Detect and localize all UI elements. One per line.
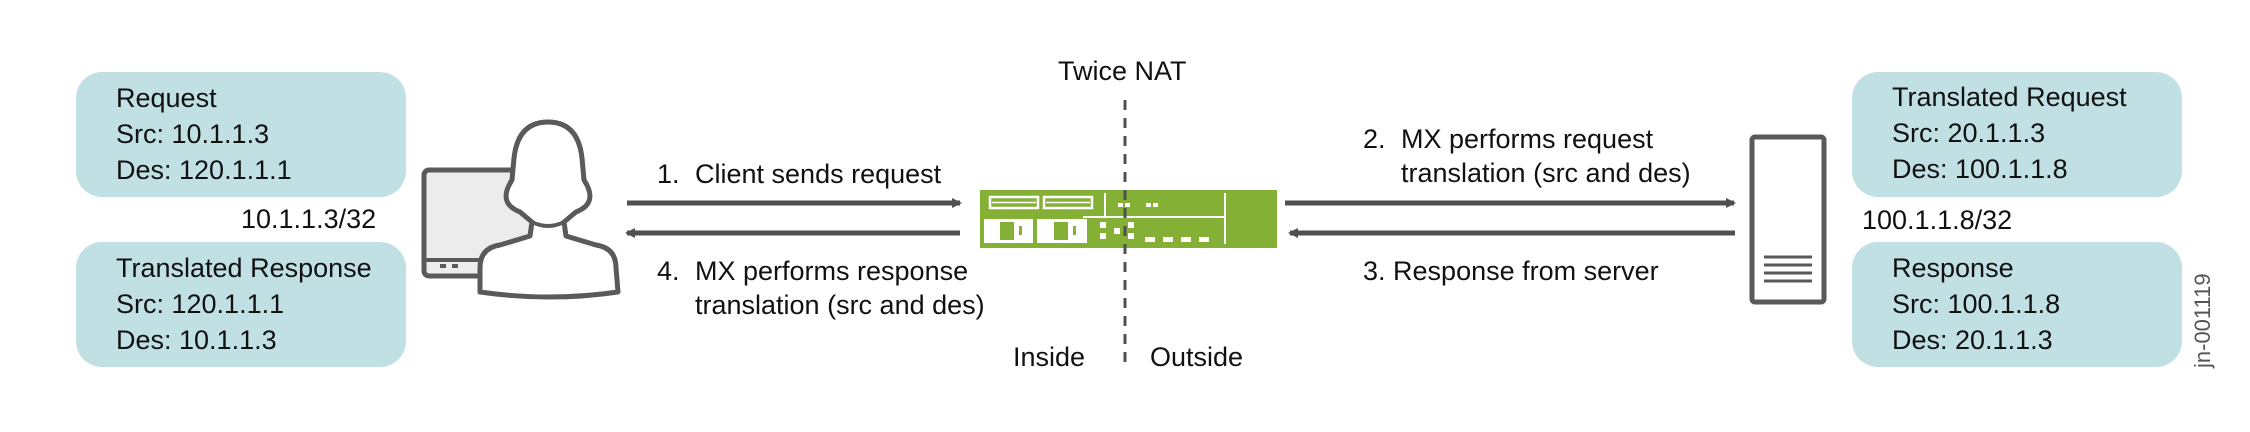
- step-number: 1.: [657, 159, 680, 189]
- step-2-label: 2. MX performs request translation (src a…: [1363, 122, 1691, 190]
- box-src: Src: 100.1.1.8: [1892, 289, 2061, 319]
- client-address: 10.1.1.3/32: [241, 204, 377, 234]
- step-text: MX performs request: [1401, 124, 1654, 154]
- box-src: Src: 10.1.1.3: [116, 119, 270, 149]
- zone-outside-label: Outside: [1150, 342, 1244, 372]
- step-1-label: 1. Client sends request: [657, 157, 941, 191]
- step-text-cont: translation (src and des): [1401, 158, 1691, 188]
- box-des: Des: 10.1.1.3: [116, 325, 277, 355]
- server-icon: [1749, 134, 1827, 305]
- server-response-box: Response Src: 100.1.1.8 Des: 20.1.1.3: [1852, 242, 2182, 367]
- mx-router-icon: [980, 190, 1277, 248]
- box-src: Src: 120.1.1.1: [116, 289, 285, 319]
- user-icon: [477, 119, 621, 300]
- server-address: 100.1.1.8/32: [1862, 205, 2013, 235]
- step-text-cont: translation (src and des): [695, 290, 985, 320]
- zone-inside-label: Inside: [1013, 342, 1086, 372]
- box-title: Translated Response: [116, 253, 372, 283]
- step-text: Response from server: [1393, 256, 1659, 286]
- box-des: Des: 100.1.1.8: [1892, 154, 2068, 184]
- box-title: Response: [1892, 253, 2014, 283]
- diagram-title: Twice NAT: [1058, 56, 1187, 86]
- client-translated-response-box: Translated Response Src: 120.1.1.1 Des: …: [76, 242, 406, 367]
- box-title: Request: [116, 83, 217, 113]
- server-translated-request-box: Translated Request Src: 20.1.1.3 Des: 10…: [1852, 72, 2182, 197]
- step-4-label: 4. MX performs response translation (src …: [657, 254, 985, 322]
- step-text: MX performs response: [695, 256, 969, 286]
- box-des: Des: 20.1.1.3: [1892, 325, 2053, 355]
- step-number: 4.: [657, 256, 680, 286]
- figure-id: jn-001119: [2190, 273, 2215, 368]
- box-src: Src: 20.1.1.3: [1892, 118, 2046, 148]
- box-des: Des: 120.1.1.1: [116, 155, 292, 185]
- client-request-box: Request Src: 10.1.1.3 Des: 120.1.1.1: [76, 72, 406, 197]
- box-title: Translated Request: [1892, 82, 2127, 112]
- step-3-label: 3. Response from server: [1363, 254, 1659, 288]
- step-number: 3.: [1363, 256, 1386, 286]
- step-number: 2.: [1363, 124, 1386, 154]
- step-text: Client sends request: [695, 159, 942, 189]
